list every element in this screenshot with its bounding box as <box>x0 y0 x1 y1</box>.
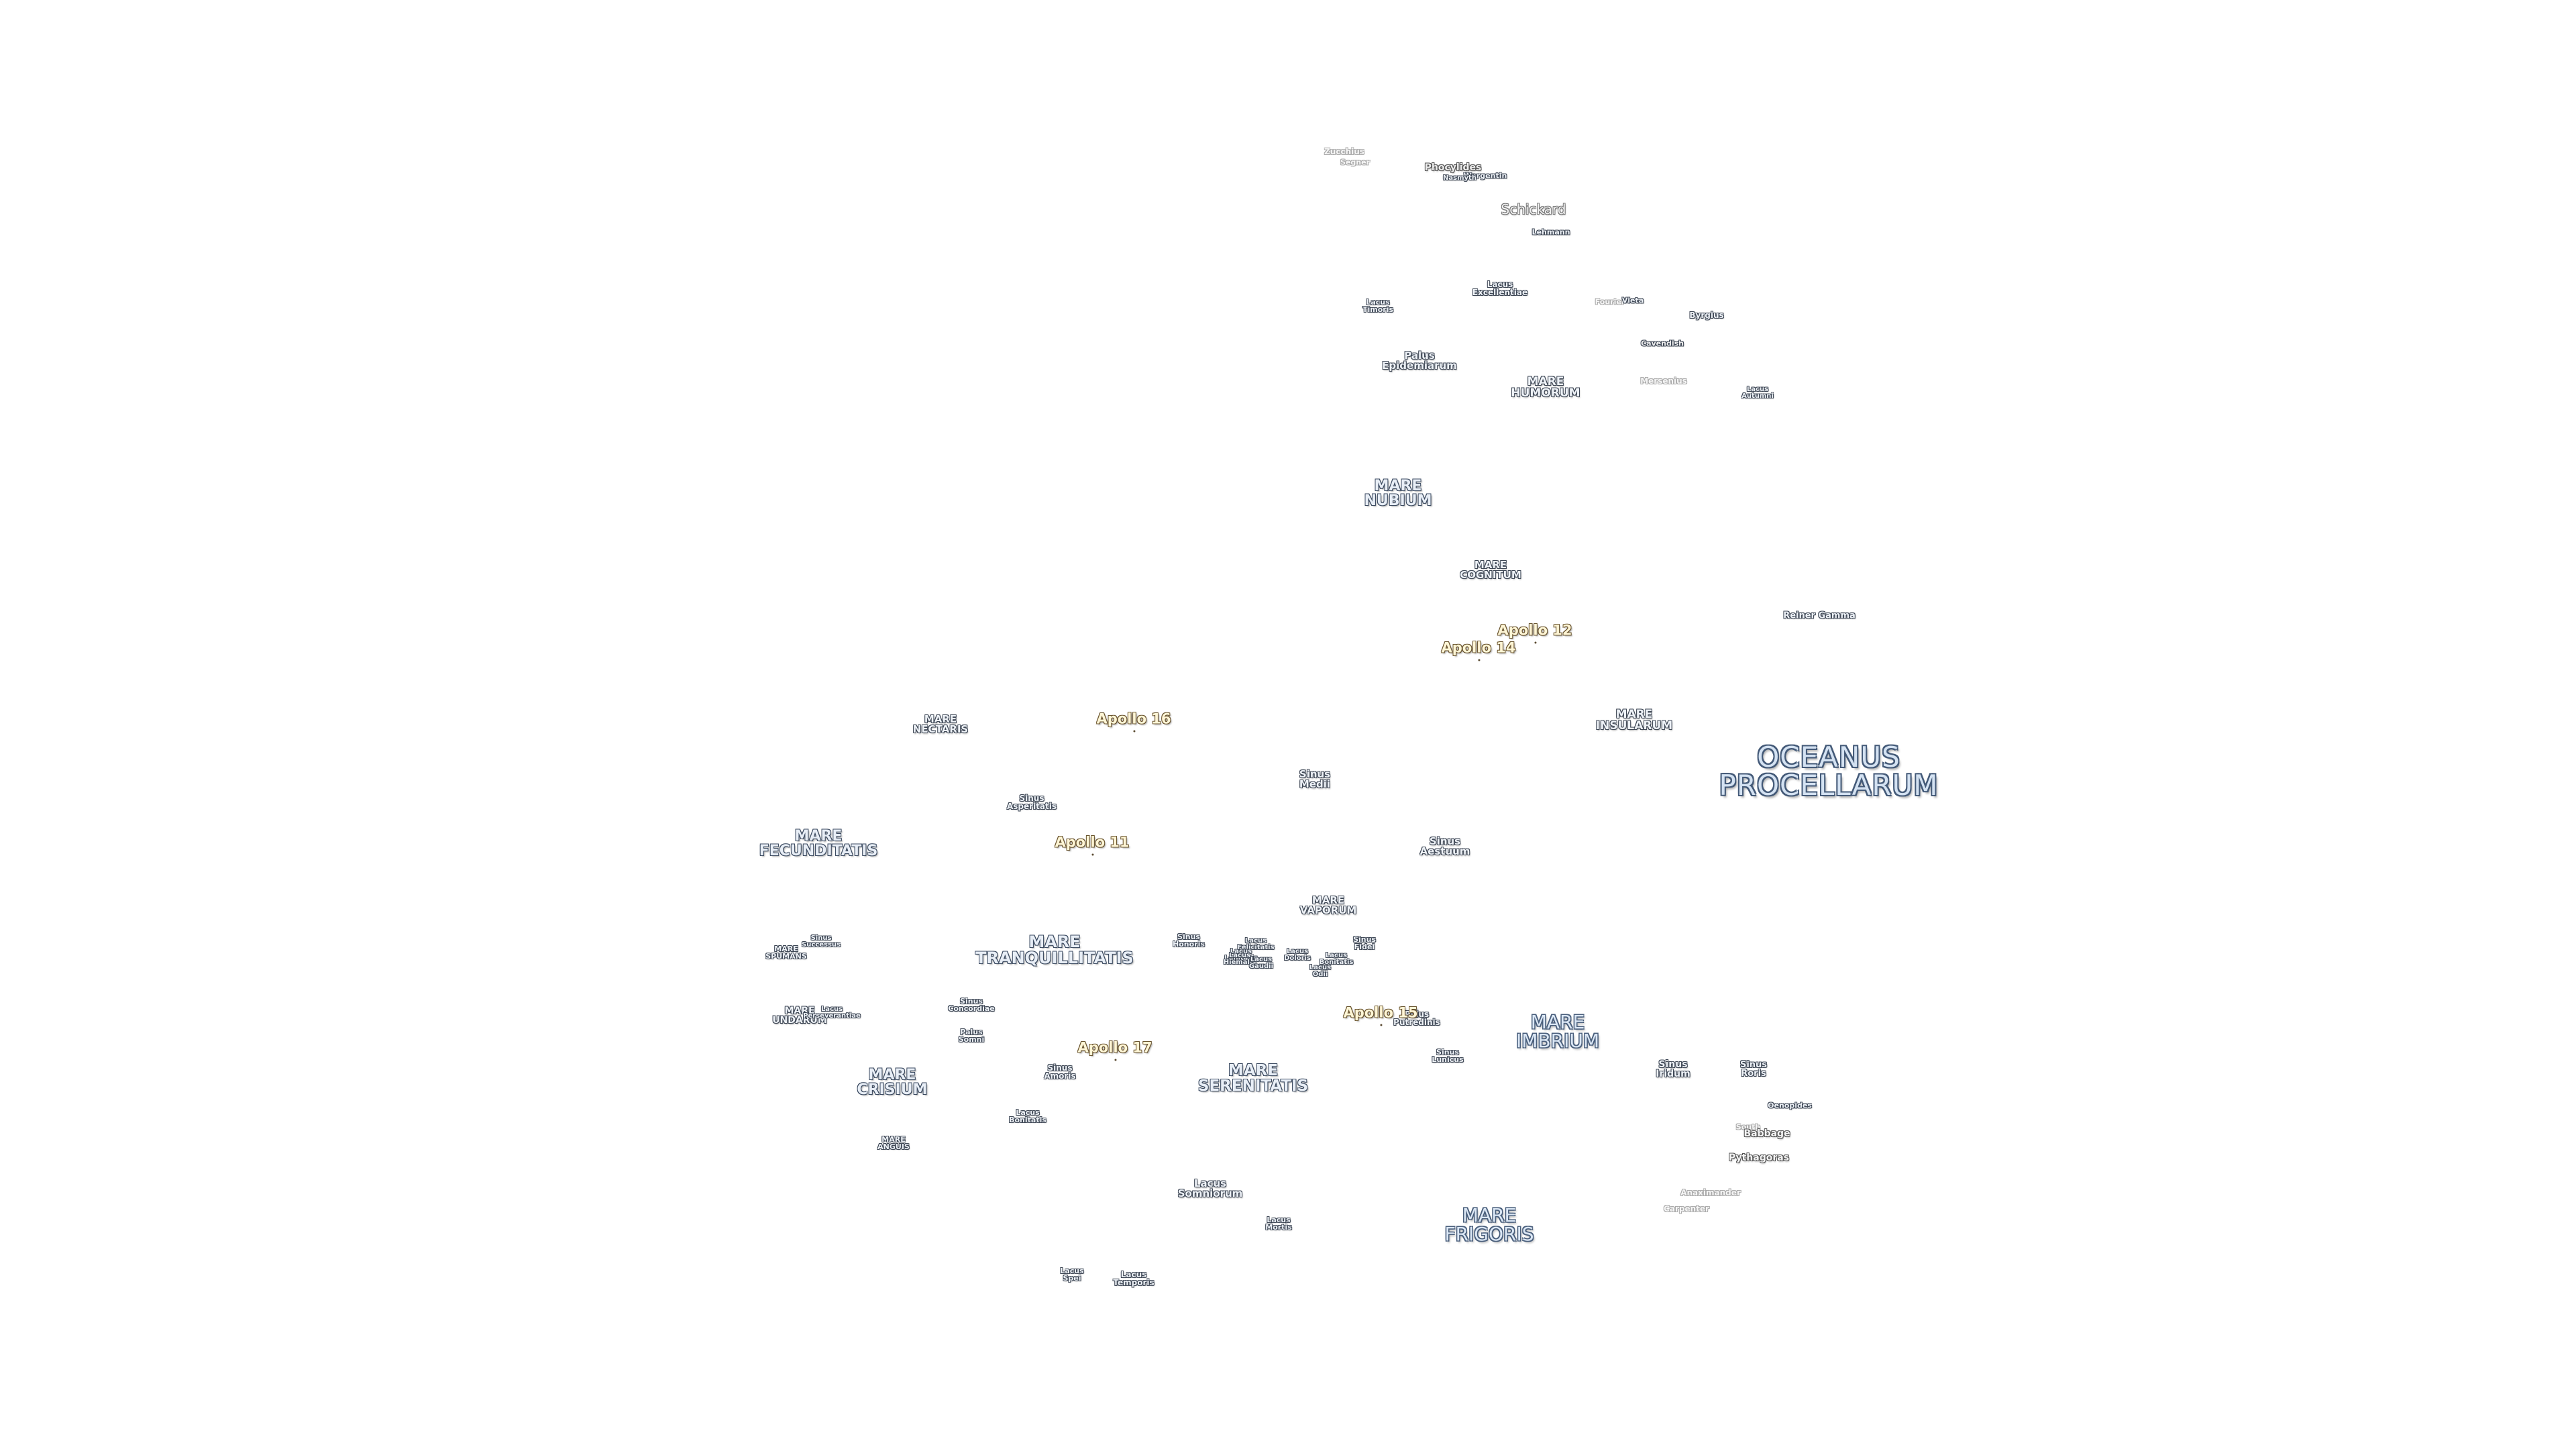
sinus-asperitatis-label: Sinus Asperitatis <box>1006 794 1057 811</box>
sinus-roris-label: Sinus Roris <box>1739 1060 1768 1079</box>
fourier-label: Fourier <box>1595 297 1625 307</box>
mare-vaporum-label: MARE VAPORUM <box>1299 894 1357 916</box>
lacus-perseverantiae-label: Lacus Perseverantiae <box>803 1006 861 1020</box>
anaximander-label: Anaximander <box>1680 1188 1741 1197</box>
sinus-honoris-label: Sinus Honoris <box>1173 932 1205 949</box>
babbage-label: Babbage <box>1743 1128 1790 1139</box>
wargentin-label: Wargentin <box>1463 171 1507 180</box>
nasmyth-label: Nasmyth <box>1443 174 1477 182</box>
mare-spumans-label: MARE SPUMANS <box>765 945 807 961</box>
apollo-12-marker[interactable]: Apollo 12 <box>1497 622 1572 644</box>
mare-nectaris-label: MARE NECTARIS <box>912 713 969 735</box>
mare-tranquillitatis-label: MARE TRANQUILLITATIS <box>975 932 1134 967</box>
mare-serenitatis-label: MARE SERENITATIS <box>1197 1062 1309 1095</box>
mare-fecunditatis-label: MARE FECUNDITATIS <box>759 828 878 859</box>
mersenius-label: Mersenius <box>1640 376 1687 386</box>
mare-anguis-label: MARE ANGUIS <box>877 1135 910 1151</box>
sinus-medii-label: Sinus Medii <box>1299 768 1331 790</box>
lacus-timoris-label: Lacus Timoris <box>1362 298 1394 314</box>
lacus-gaudii-label: Lacus Gaudii <box>1248 956 1274 970</box>
mare-cognitum-label: MARE COGNITUM <box>1460 559 1521 581</box>
lacus-autumni-label: Lacus Autumni <box>1741 386 1774 400</box>
lacus-bonitatis-label: Lacus Bonitatis <box>1319 952 1354 966</box>
oceanus-procellarum-label: OCEANUS PROCELLARUM <box>1719 741 1939 802</box>
vieta-label: Vieta <box>1621 296 1644 305</box>
mare-humorum-label: MARE HUMORUM <box>1511 375 1580 400</box>
lehmann-label: Lehmann <box>1532 227 1570 237</box>
lacus-mortis-label: Lacus Mortis <box>1265 1216 1292 1232</box>
apollo-16-marker[interactable]: Apollo 16 <box>1096 710 1171 733</box>
sinus-amoris-label: Sinus Amoris <box>1044 1063 1076 1081</box>
palus-putredinis-label: Palus Putredinis <box>1393 1010 1440 1027</box>
pythagoras-label: Pythagoras <box>1728 1152 1790 1163</box>
palus-epidemiarum-label: Palus Epidemiarum <box>1382 350 1457 372</box>
mare-frigoris-label: MARE FRIGORIS <box>1444 1204 1534 1245</box>
lacus-excellentiae-label: Lacus Excellentiae <box>1472 280 1528 297</box>
mare-imbrium-label: MARE IMBRIUM <box>1516 1011 1599 1052</box>
lacus-temporis-label: Lacus Temporis <box>1113 1270 1155 1287</box>
lacus-odii-label: Lacus Odii <box>1309 964 1332 978</box>
sinus-iridum-label: Sinus Iridum <box>1656 1059 1690 1079</box>
byrgius-label: Byrgius <box>1689 311 1724 320</box>
lacus-hiemalis-label: Lacus Hiemalis <box>1223 952 1256 966</box>
phocylides-label: Phocylides <box>1424 162 1482 173</box>
apollo-17-marker[interactable]: Apollo 17 <box>1077 1039 1152 1061</box>
mare-undarum-label: MARE UNDARUM <box>772 1006 827 1026</box>
lacus-somniorum-label: Lacus Somniorum <box>1177 1177 1243 1199</box>
oenopides-label: Oenopides <box>1768 1101 1812 1110</box>
lacus-felicitatis-label: Lacus Felicitatis <box>1237 937 1275 951</box>
cavendish-label: Cavendish <box>1641 339 1684 348</box>
apollo-14-marker[interactable]: Apollo 14 <box>1441 639 1516 661</box>
lacus-bonitatis-2-label: Lacus Bonitatis <box>1009 1108 1046 1124</box>
segner-label: Segner <box>1340 158 1370 167</box>
mare-insularum-label: MARE INSULARUM <box>1595 708 1673 733</box>
mare-crisium-label: MARE CRISIUM <box>857 1067 928 1098</box>
sinus-successus-label: Sinus Successus <box>802 934 841 949</box>
lacus-doloris-label: Lacus Doloris <box>1284 948 1311 962</box>
apollo-15-marker[interactable]: Apollo 15 <box>1343 1004 1418 1026</box>
mare-nubium-label: MARE NUBIUM <box>1364 478 1432 509</box>
sinus-concordiae-label: Sinus Concordiae <box>948 997 995 1013</box>
sinus-lunicus-label: Sinus Lunicus <box>1432 1048 1464 1064</box>
lacus-lenitatis-label: Lacus Lenitatis <box>1224 948 1258 962</box>
sinus-aestuum-label: Sinus Aestuum <box>1419 835 1470 857</box>
lacus-spei-label: Lacus Spei <box>1060 1267 1084 1283</box>
palus-somni-label: Palus Somni <box>958 1028 985 1044</box>
reiner-gamma-label: Reiner Gamma <box>1783 610 1856 621</box>
zucchius-label: Zucchius <box>1324 147 1364 156</box>
apollo-11-marker[interactable]: Apollo 11 <box>1055 834 1130 856</box>
schickard-label: Schickard <box>1501 201 1566 217</box>
south-label: South <box>1735 1122 1761 1132</box>
sinus-fidei-label: Sinus Fidei <box>1353 935 1376 951</box>
carpenter-label: Carpenter <box>1664 1204 1709 1214</box>
